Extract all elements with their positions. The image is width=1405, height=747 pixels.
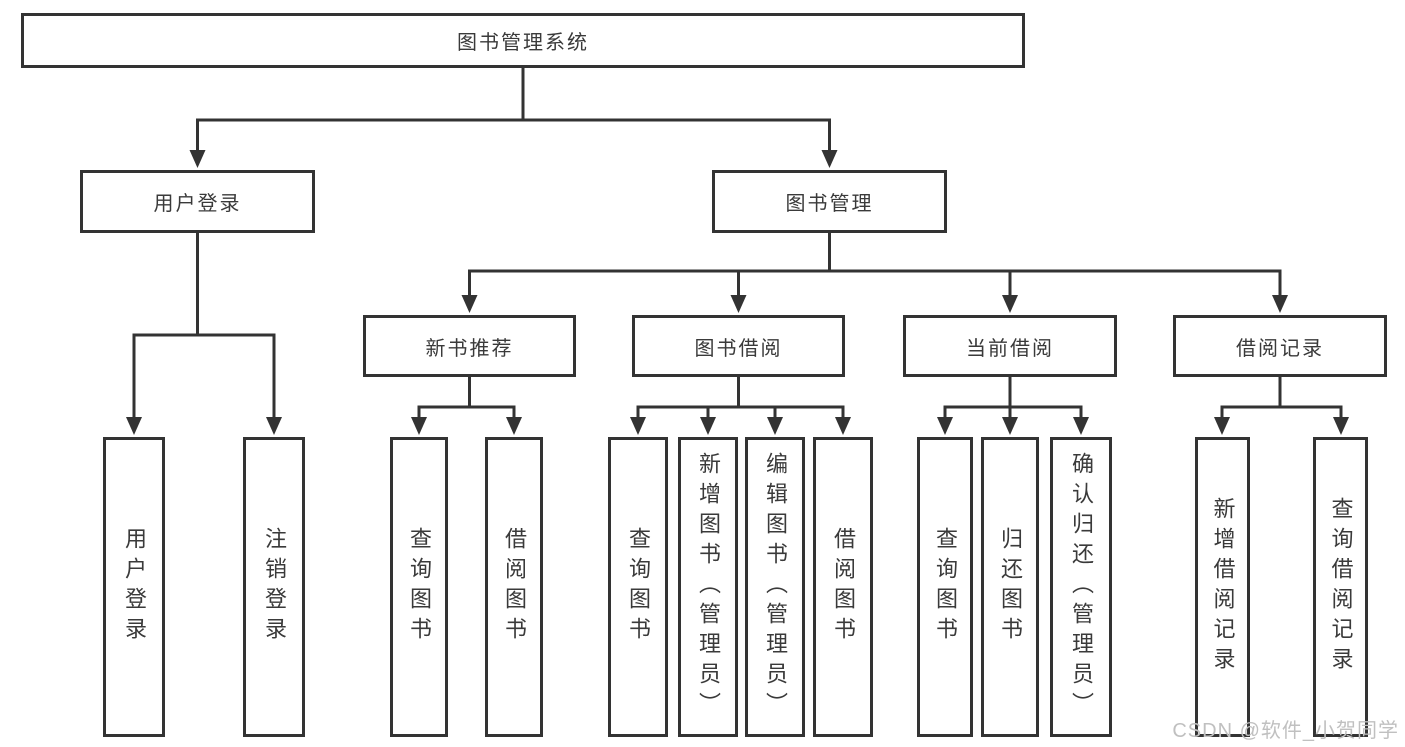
arrowheads	[126, 150, 1349, 435]
arrow-icon	[189, 150, 206, 168]
leaf-add-borrow-record-label: 新增借阅记录	[1210, 497, 1236, 677]
leaf-query-books-3-label: 查询图书	[933, 527, 958, 647]
node-book-borrowing: 图书借阅	[632, 315, 845, 377]
new-book-recommend-bracket	[417, 405, 516, 417]
leaf-user-login: 用户登录	[103, 437, 165, 737]
leaf-logout-label: 注销登录	[262, 527, 287, 647]
connector-paths	[132, 68, 1343, 417]
arrow-icon	[821, 150, 838, 168]
leaf-add-borrow-record: 新增借阅记录	[1195, 437, 1250, 737]
leaf-add-books-admin-label: 新增图书（管理员）	[696, 452, 721, 722]
leaf-query-books-1-label: 查询图书	[407, 527, 432, 647]
node-borrow-records: 借阅记录	[1173, 315, 1387, 377]
leaf-confirm-return-admin: 确认归还（管理员）	[1050, 437, 1112, 737]
node-book-management: 图书管理	[712, 170, 947, 233]
leaf-query-books-2-label: 查询图书	[626, 527, 651, 647]
node-current-borrowing: 当前借阅	[903, 315, 1117, 377]
arrow-icon	[700, 417, 716, 435]
leaf-borrow-books-2-label: 借阅图书	[831, 527, 856, 647]
arrow-icon	[126, 417, 142, 435]
leaf-query-books-2: 查询图书	[608, 437, 668, 737]
leaf-return-books-label: 归还图书	[998, 527, 1023, 647]
arrow-icon	[1002, 417, 1018, 435]
arrow-icon	[730, 295, 747, 313]
current-borrowing-bracket	[943, 405, 1083, 417]
arrow-icon	[1073, 417, 1089, 435]
arrow-icon	[461, 295, 478, 313]
book-management-bracket	[468, 269, 1282, 295]
leaf-return-books: 归还图书	[981, 437, 1039, 737]
node-user-login: 用户登录	[80, 170, 315, 233]
leaf-borrow-books-2: 借阅图书	[813, 437, 873, 737]
leaf-confirm-return-admin-label: 确认归还（管理员）	[1069, 452, 1094, 722]
leaf-query-borrow-record-label: 查询借阅记录	[1328, 497, 1354, 677]
leaf-borrow-books-1: 借阅图书	[485, 437, 543, 737]
leaf-user-login-label: 用户登录	[122, 527, 147, 647]
arrow-icon	[1333, 417, 1349, 435]
arrow-icon	[1272, 295, 1288, 313]
user-login-bracket	[132, 333, 276, 417]
leaf-borrow-books-1-label: 借阅图书	[502, 527, 527, 647]
leaf-edit-books-admin-label: 编辑图书（管理员）	[763, 452, 788, 722]
node-new-book-recommend: 新书推荐	[363, 315, 576, 377]
book-borrowing-bracket	[636, 405, 845, 417]
arrow-icon	[937, 417, 953, 435]
arrow-icon	[506, 417, 522, 435]
arrow-icon	[835, 417, 851, 435]
arrow-icon	[630, 417, 646, 435]
node-library-system: 图书管理系统	[21, 13, 1025, 68]
leaf-logout: 注销登录	[243, 437, 305, 737]
leaf-edit-books-admin: 编辑图书（管理员）	[745, 437, 805, 737]
leaf-query-books-1: 查询图书	[390, 437, 448, 737]
arrow-icon	[411, 417, 427, 435]
leaf-add-books-admin: 新增图书（管理员）	[678, 437, 738, 737]
borrow-records-bracket	[1220, 405, 1343, 417]
arrow-icon	[1002, 295, 1018, 313]
arrow-icon	[1214, 417, 1230, 435]
arrow-icon	[767, 417, 783, 435]
root-bracket	[196, 118, 831, 150]
leaf-query-borrow-record: 查询借阅记录	[1313, 437, 1368, 737]
watermark: CSDN @软件_小贺同学	[1172, 720, 1399, 742]
leaf-query-books-3: 查询图书	[917, 437, 973, 737]
arrow-icon	[266, 417, 282, 435]
